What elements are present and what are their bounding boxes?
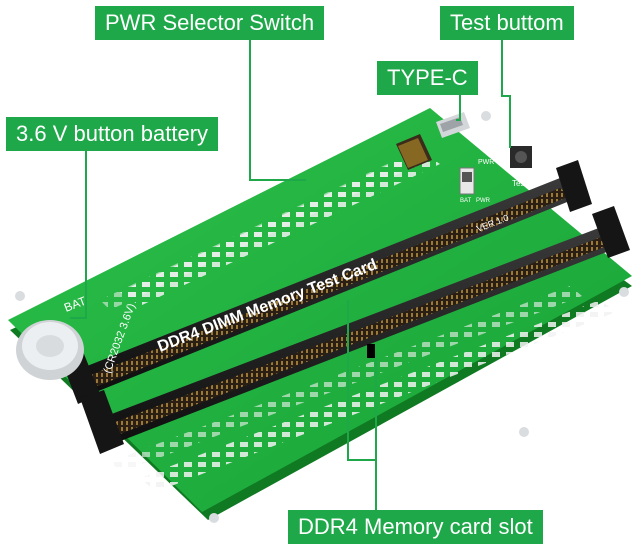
- slide-switch: [459, 167, 475, 195]
- callout-pwr-selector-switch: PWR Selector Switch: [95, 6, 325, 40]
- component-row-bottom: [140, 300, 616, 492]
- standoffs: [15, 111, 629, 523]
- bat-label: BAT: [460, 198, 472, 204]
- callout-memory-card-slot: DDR4 Memory card slot: [288, 510, 543, 544]
- leader-lines: [70, 40, 511, 510]
- pwr-label: PWR: [478, 159, 494, 166]
- component-row-mid: [100, 158, 410, 310]
- test-label: Test: [512, 179, 527, 188]
- dimm-slot-2: [80, 206, 630, 454]
- test-button-component: [510, 146, 532, 168]
- power-ic: [396, 134, 432, 170]
- component-row-bottom-2: [110, 286, 582, 472]
- callout-button-battery: 3.6 V button battery: [6, 117, 219, 151]
- pwr-label-2: PWR: [476, 198, 491, 204]
- coin-battery: [16, 320, 84, 380]
- callout-test-button: Test buttom: [440, 6, 574, 40]
- sw-label: SW: [538, 177, 550, 184]
- callout-type-c: TYPE-C: [377, 61, 478, 95]
- slot-key: [367, 344, 375, 358]
